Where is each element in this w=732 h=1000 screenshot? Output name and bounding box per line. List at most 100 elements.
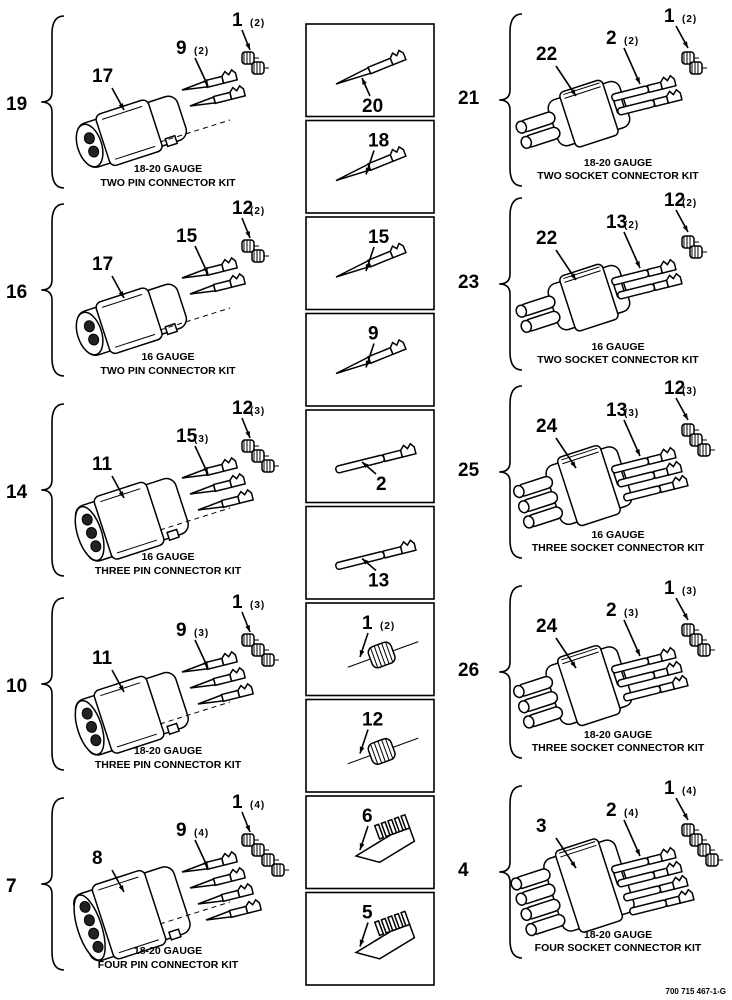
pin-cavity [85,526,98,539]
housing-callout: 22 [536,228,557,249]
seal-callout: 1 [664,778,675,799]
terminal-qty: (2) [624,36,639,47]
seal-qty: (2) [682,14,697,25]
arrowhead [203,79,208,86]
seal-icon [681,623,699,637]
terminal-callout: 15 [176,226,198,247]
pin-housing-icon [74,671,189,756]
seal-icon [271,863,289,877]
arrowhead [359,650,365,657]
socket-tip [517,500,530,514]
pin-terminal-icon [205,898,263,921]
pin-terminal-icon [189,472,247,495]
pin-cavity [85,720,98,733]
connector-lock-icon [354,910,416,960]
kit-gauge: 18-20 GAUGE [584,157,652,169]
arrowhead [570,861,576,868]
part-frame [305,216,435,311]
socket-terminal-icon [611,846,677,874]
terminal-callout: 2 [606,800,617,821]
socket-terminal-icon [617,460,683,488]
pin-cavity [88,927,100,940]
socket-tip [525,922,538,937]
pin-cavity [79,900,91,913]
housing-callout: 17 [92,66,113,87]
kit-title: THREE PIN CONNECTOR KIT [95,565,242,577]
center-part-4: 2 [305,409,435,504]
kit-brace [41,15,65,189]
socket-tip [520,319,533,334]
arrowhead [682,413,688,420]
kit-item-number: 16 [6,282,27,303]
pin-housing-icon [74,477,189,562]
kit-item-number: 4 [458,860,469,881]
pin-cavity [83,132,95,145]
seal-icon [251,61,269,75]
seal-icon [241,633,259,647]
terminal-qty: (3) [624,608,639,619]
kit-gauge: 18-20 GAUGE [134,945,202,957]
kit-brace [41,403,65,577]
kit-item-number: 19 [6,94,27,115]
part-callout: 15 [368,227,390,248]
pin-terminal-icon [181,650,239,673]
part-frame [305,891,435,986]
pin-terminal-icon [189,272,247,295]
part-callout: 12 [362,710,383,731]
center-part-9: 5 [305,891,435,986]
terminal-callout: 9 [176,820,187,841]
arrowhead [203,267,208,274]
kit-brace [41,797,65,971]
arrowhead [570,89,576,96]
socket-tip [513,484,525,499]
kit-gauge: 16 GAUGE [141,351,194,363]
seal-qty: (4) [250,800,265,811]
arrowhead [203,661,208,668]
kit-brace [41,203,65,377]
terminal-callout: 13 [606,400,627,421]
center-part-3: 9 [305,312,435,407]
kit-gauge: 18-20 GAUGE [134,745,202,757]
socket-tip [513,684,525,699]
arrowhead [203,861,208,868]
seal-icon [689,633,707,647]
pin-cavity [88,145,100,158]
seal-callout: 12 [664,378,685,399]
pin-housing-icon [73,866,191,962]
socket-terminal-icon [623,674,689,702]
arrowhead [365,360,371,368]
socket-tip [515,304,528,318]
pin-terminal-icon [181,850,239,873]
socket-housing-icon [513,644,633,729]
seal-icon [697,643,715,657]
center-part-6: 1 (2) [305,602,435,697]
pin-terminal-icon [335,338,407,375]
kit-title: TWO SOCKET CONNECTOR KIT [537,170,699,182]
part-qty: (2) [380,621,395,632]
part-illustration [335,539,417,571]
seal-icon [251,843,269,857]
part-callout: 1 [362,613,373,634]
socket-terminal-icon [623,874,689,902]
pin-terminal-icon [189,84,247,107]
housing-callout: 3 [536,816,547,837]
seal-icon [697,443,715,457]
part-illustration [335,242,407,278]
arrowhead [570,273,576,280]
socket-terminal-icon [617,660,683,688]
seal-qty: (3) [250,600,265,611]
pin-cavity [88,333,100,346]
seal-icon [347,641,419,669]
part-frame [305,119,435,214]
housing-callout: 24 [536,416,558,437]
pin-housing-icon [75,95,188,169]
part-frame [305,795,435,890]
arrowhead [245,625,250,632]
seal-icon [681,235,699,249]
seal-icon [251,249,269,263]
seal-icon [241,833,259,847]
socket-terminal-icon [335,539,417,571]
terminal-callout: 13 [606,212,627,233]
